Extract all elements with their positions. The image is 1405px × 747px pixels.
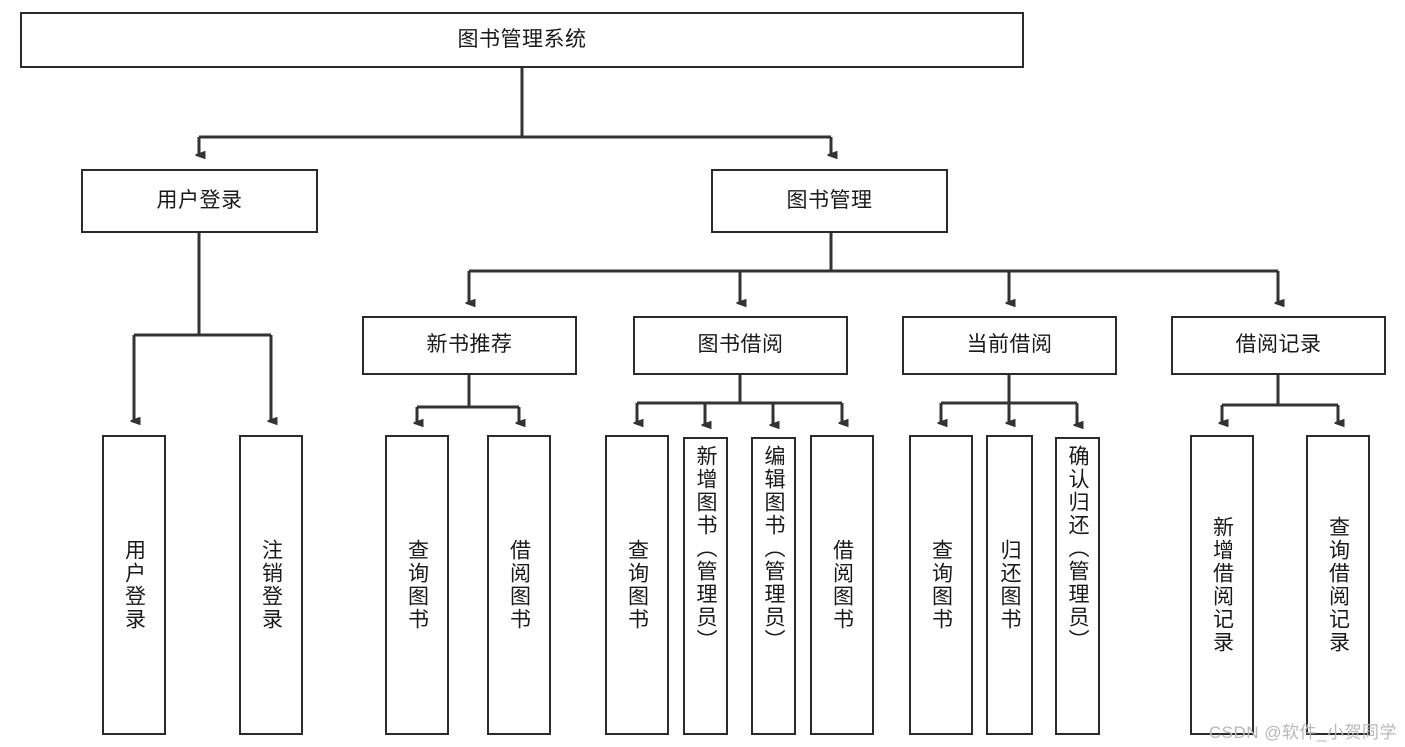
watermark-text: CSDN @软件_小贺同学	[1208, 723, 1397, 742]
node-leaf-user-login-label: 用户登录	[122, 539, 146, 631]
node-user-login-label: 用户登录	[156, 188, 243, 212]
node-leaf-add-record-label: 新增借阅记录	[1210, 516, 1234, 654]
node-book-borrow-label: 图书借阅	[697, 333, 784, 357]
node-leaf-edit-book-label: 编辑图书（管理员）	[762, 445, 785, 652]
node-new-book-recommend[interactable]: 新书推荐	[362, 316, 577, 375]
node-leaf-query-book-2-label: 查询图书	[625, 539, 649, 631]
node-root[interactable]: 图书管理系统	[20, 12, 1024, 68]
node-leaf-query-book-1-label: 查询图书	[405, 539, 429, 631]
node-book-manage-label: 图书管理	[786, 188, 873, 212]
node-leaf-borrow-book-2-label: 借阅图书	[830, 539, 854, 631]
node-leaf-query-book-3-label: 查询图书	[929, 539, 953, 631]
node-leaf-query-book-1[interactable]: 查询图书	[385, 435, 449, 735]
node-root-label: 图书管理系统	[457, 27, 587, 51]
node-book-manage[interactable]: 图书管理	[711, 169, 948, 233]
node-leaf-borrow-book-2[interactable]: 借阅图书	[810, 435, 874, 735]
node-leaf-logout-label: 注销登录	[259, 539, 283, 631]
node-leaf-query-book-2[interactable]: 查询图书	[605, 435, 669, 735]
node-leaf-query-record-label: 查询借阅记录	[1326, 516, 1350, 654]
node-current-borrow[interactable]: 当前借阅	[902, 316, 1117, 375]
node-borrow-record-label: 借阅记录	[1235, 333, 1322, 357]
node-leaf-confirm-return-label: 确认归还（管理员）	[1066, 445, 1089, 652]
node-leaf-return-book[interactable]: 归还图书	[986, 435, 1033, 735]
node-leaf-add-record[interactable]: 新增借阅记录	[1190, 435, 1254, 735]
node-leaf-query-record[interactable]: 查询借阅记录	[1306, 435, 1370, 735]
node-leaf-edit-book[interactable]: 编辑图书（管理员）	[751, 437, 796, 735]
node-user-login[interactable]: 用户登录	[81, 169, 318, 233]
node-leaf-logout[interactable]: 注销登录	[239, 435, 303, 735]
node-leaf-return-book-label: 归还图书	[998, 539, 1021, 631]
node-leaf-borrow-book-1[interactable]: 借阅图书	[487, 435, 551, 735]
node-book-borrow[interactable]: 图书借阅	[633, 316, 848, 375]
node-leaf-confirm-return[interactable]: 确认归还（管理员）	[1055, 437, 1100, 735]
node-leaf-user-login[interactable]: 用户登录	[102, 435, 166, 735]
node-current-borrow-label: 当前借阅	[966, 333, 1053, 357]
node-leaf-add-book-label: 新增图书（管理员）	[694, 445, 717, 652]
node-new-book-recommend-label: 新书推荐	[426, 333, 513, 357]
node-leaf-query-book-3[interactable]: 查询图书	[909, 435, 973, 735]
node-borrow-record[interactable]: 借阅记录	[1171, 316, 1386, 375]
node-leaf-borrow-book-1-label: 借阅图书	[507, 539, 531, 631]
node-leaf-add-book[interactable]: 新增图书（管理员）	[683, 437, 728, 735]
